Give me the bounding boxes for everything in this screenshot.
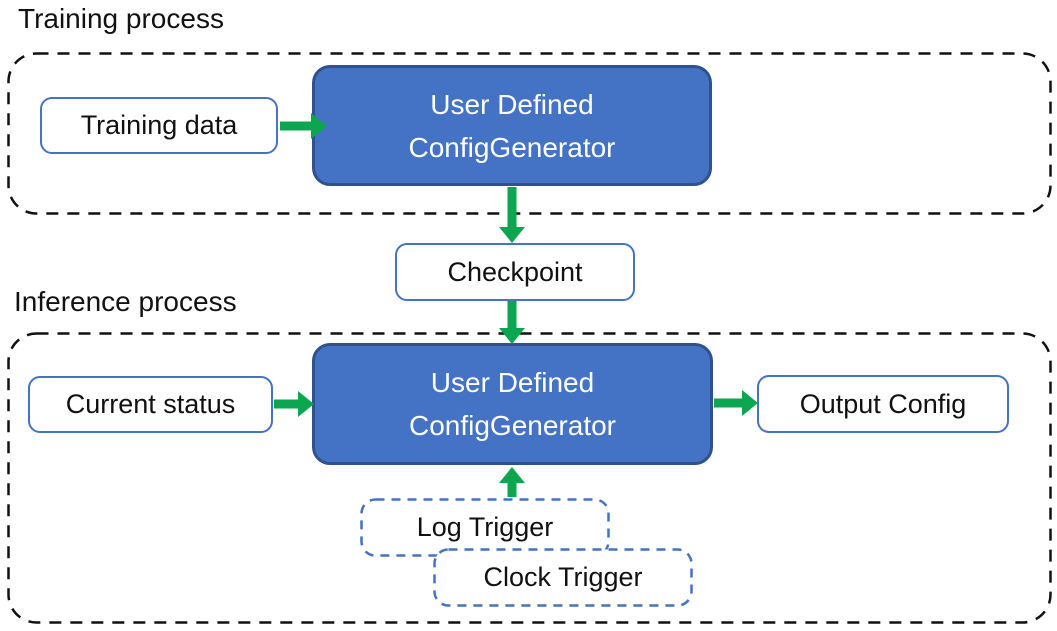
checkpoint-box: Checkpoint [395,243,635,301]
training-process-container [7,52,1052,215]
inference-config-generator-box: User Defined ConfigGenerator [312,343,713,465]
output-config-label: Output Config [799,388,967,419]
log-trigger-label: Log Trigger [416,512,554,542]
inference-process-title: Inference process [14,286,237,317]
arrow-current-status-to-generator-icon [274,391,314,417]
output-config-box: Output Config [757,375,1009,433]
training-process-title: Training process [18,3,224,34]
arrow-generator-to-checkpoint-icon [499,187,525,243]
arrow-generator-to-output-icon [714,390,758,416]
inference-generator-line1: User Defined [430,367,595,398]
training-data-box: Training data [40,97,278,154]
checkpoint-label: Checkpoint [447,256,583,287]
arrow-training-data-to-generator-icon [280,113,327,139]
inference-process-container [7,332,1052,624]
inference-generator-line2: ConfigGenerator [408,410,616,441]
training-generator-line1: User Defined [430,88,594,120]
current-status-label: Current status [65,389,236,419]
training-generator-line2: ConfigGenerator [408,131,616,163]
training-data-label: Training data [80,110,238,140]
clock-trigger-box: Clock Trigger [433,548,693,607]
arrow-triggers-to-generator-icon [499,467,525,497]
clock-trigger-label: Clock Trigger [483,562,643,592]
log-trigger-box: Log Trigger [360,498,610,557]
current-status-box: Current status [28,376,273,433]
arrow-checkpoint-to-inference-generator-icon [499,301,525,344]
training-config-generator-box: User Defined ConfigGenerator [312,65,712,186]
